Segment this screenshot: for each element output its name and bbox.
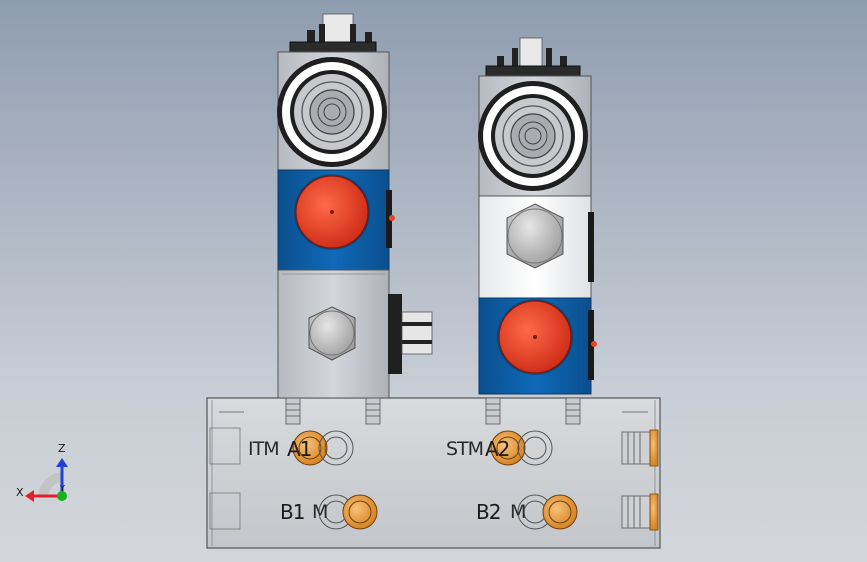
port-a2-label: A2 xyxy=(485,437,510,461)
port-a1-mirror-label: ITM xyxy=(248,438,280,460)
port-a2-mirror-label: STM xyxy=(446,438,484,460)
left-solenoid-coil[interactable] xyxy=(277,51,390,171)
port-b2-label: B2 xyxy=(476,500,501,524)
side-fitting-upper[interactable] xyxy=(621,429,659,467)
port-b2[interactable] xyxy=(517,494,578,530)
port-a2[interactable] xyxy=(490,430,553,466)
z-axis-label: Z xyxy=(58,442,66,455)
left-connector[interactable] xyxy=(289,13,377,57)
right-valve-stack[interactable] xyxy=(478,37,597,395)
right-connector[interactable] xyxy=(485,37,581,81)
left-side-connector[interactable] xyxy=(388,294,433,374)
y-axis-label: Y xyxy=(60,484,65,493)
port-b2-mirror-label: M xyxy=(510,501,526,523)
y-axis-origin xyxy=(57,491,67,501)
port-b1-mirror-label: M xyxy=(312,501,328,523)
left-grey-valve-body[interactable] xyxy=(277,269,433,399)
port-a1[interactable] xyxy=(292,430,354,466)
right-white-valve-body[interactable] xyxy=(478,195,594,299)
left-blue-valve-body[interactable] xyxy=(277,169,395,271)
port-b1[interactable] xyxy=(318,494,378,530)
left-valve-stack[interactable] xyxy=(277,13,433,399)
port-a1-label: A1 xyxy=(287,437,312,461)
stud-bolts xyxy=(285,397,581,425)
right-blue-valve-body[interactable] xyxy=(478,297,597,395)
side-fitting-lower[interactable] xyxy=(621,493,659,531)
right-solenoid-coil[interactable] xyxy=(478,75,592,197)
axis-triad[interactable] xyxy=(25,458,68,502)
port-b1-label: B1 xyxy=(280,500,305,524)
manifold-block[interactable] xyxy=(206,397,661,549)
x-axis-label: X xyxy=(16,486,24,499)
